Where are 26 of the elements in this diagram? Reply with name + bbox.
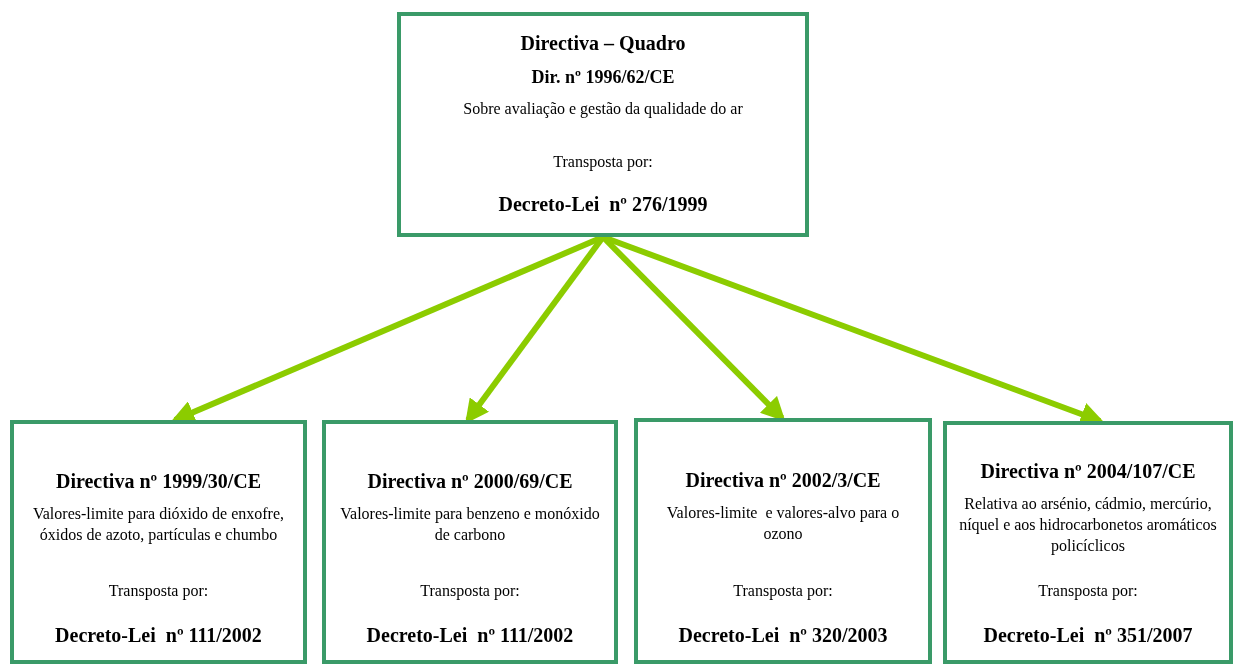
heading-text: Decreto-Lei nº 351/2007 bbox=[982, 623, 1194, 648]
directive-box bbox=[10, 420, 307, 664]
body-text: Transposta por: bbox=[1037, 581, 1139, 602]
heading-text: Decreto-Lei nº 320/2003 bbox=[677, 623, 889, 648]
heading-text: Directiva nº 1999/30/CE bbox=[54, 468, 263, 494]
heading-text: Decreto-Lei nº 111/2002 bbox=[54, 623, 263, 648]
heading-text: Decreto-Lei nº 276/1999 bbox=[497, 192, 709, 217]
directive-box bbox=[634, 418, 932, 664]
body-text: Valores-limite para dióxido de enxofre, óxidos de azoto, partículas e chumbo bbox=[32, 503, 285, 546]
heading-text: Directiva nº 2000/69/CE bbox=[366, 468, 574, 494]
body-text: Sobre avaliação e gestão da qualidade do ar bbox=[462, 99, 744, 120]
heading-text: Directiva nº 2004/107/CE bbox=[979, 458, 1197, 484]
heading-text: Decreto-Lei nº 111/2002 bbox=[365, 623, 575, 648]
body-text: Transposta por: bbox=[732, 581, 834, 602]
heading-text: Directiva – Quadro bbox=[519, 31, 687, 56]
body-text: Transposta por: bbox=[419, 581, 521, 602]
directive-box bbox=[943, 421, 1233, 664]
body-text: Valores-limite para benzeno e monóxido de carbono bbox=[339, 503, 601, 545]
heading-text: Dir. nº 1996/62/CE bbox=[530, 66, 676, 89]
body-text: Valores-limite e valores-alvo para o ozono bbox=[665, 502, 901, 544]
body-text: Relativa ao arsénio, cádmio, mercúrio, níquel e aos hidrocarbonetos aromáticos policíclicos bbox=[958, 493, 1218, 557]
heading-text: Directiva nº 2002/3/CE bbox=[684, 467, 882, 493]
body-text: Transposta por: bbox=[552, 152, 654, 173]
directive-box bbox=[322, 420, 618, 664]
body-text: Transposta por: bbox=[107, 581, 210, 602]
directive-box bbox=[397, 12, 809, 237]
